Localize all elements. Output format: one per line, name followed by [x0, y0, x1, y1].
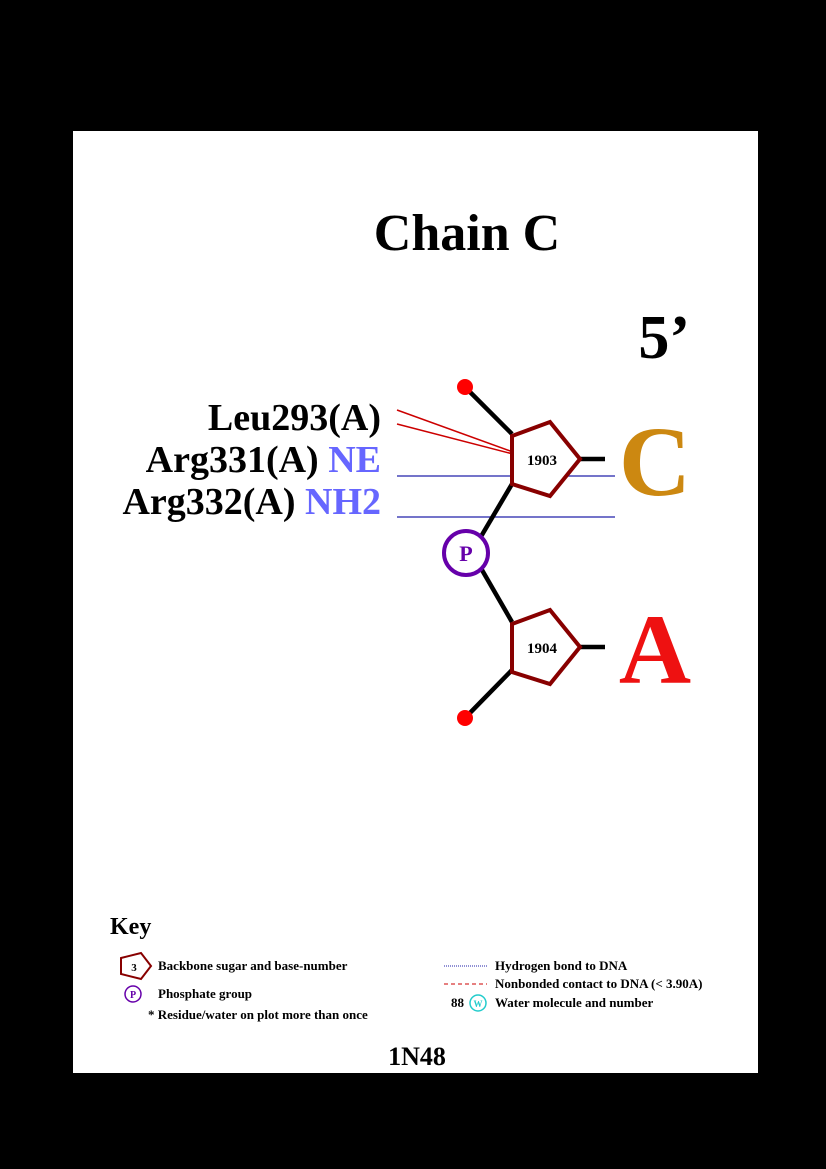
terminal-atom-dot [457, 379, 473, 395]
phosphate-label: P [459, 541, 472, 566]
backbone-bond [474, 482, 514, 547]
chain-title: Chain C [374, 205, 560, 262]
nonbonded-contact-line [396, 409, 514, 453]
residue-label: Arg331(A) NE [146, 439, 381, 481]
key-phosphate-letter: P [130, 990, 136, 1001]
key-note: * Residue/water on plot more than once [148, 1007, 368, 1022]
key-sugar-number: 3 [131, 962, 137, 974]
strand-end-label: 5’ [638, 304, 690, 372]
pdb-code: 1N48 [388, 1042, 446, 1071]
key-water-icon [469, 994, 487, 1012]
key-nonbonded-label: Nonbonded contact to DNA (< 3.90A) [495, 976, 702, 991]
base-number: 1904 [527, 641, 558, 657]
base-number: 1903 [527, 453, 557, 469]
plot-page: Chain C 5’ 1903 C P 1904 A Leu293(A) Arg… [73, 131, 758, 1073]
atom-label: NE [328, 439, 381, 481]
key-water-number: 88 [451, 995, 465, 1010]
key-water-label: Water molecule and number [495, 995, 654, 1010]
key-phosphate-label: Phosphate group [158, 986, 252, 1001]
base-letter: C [619, 406, 691, 517]
atom-label: NH2 [305, 481, 381, 523]
key-sugar-label: Backbone sugar and base-number [158, 958, 348, 973]
base-letter: A [619, 594, 691, 705]
sugar-ring [510, 419, 583, 499]
residue-label: Arg332(A) NH2 [122, 481, 381, 523]
phosphate-circle [442, 529, 490, 577]
key-heading: Key [110, 914, 151, 940]
backbone-bond [463, 668, 514, 720]
backbone-bond [480, 568, 514, 624]
key-phosphate-icon [124, 985, 142, 1003]
residue-label: Leu293(A) [208, 397, 381, 439]
sugar-ring [510, 607, 583, 687]
key-sugar-icon [120, 951, 153, 981]
backbone-bond [463, 385, 514, 436]
terminal-atom-dot [457, 710, 473, 726]
key-hbond-label: Hydrogen bond to DNA [495, 958, 628, 973]
key-water-letter: W [474, 999, 483, 1009]
nonbonded-contact-line [396, 423, 514, 455]
